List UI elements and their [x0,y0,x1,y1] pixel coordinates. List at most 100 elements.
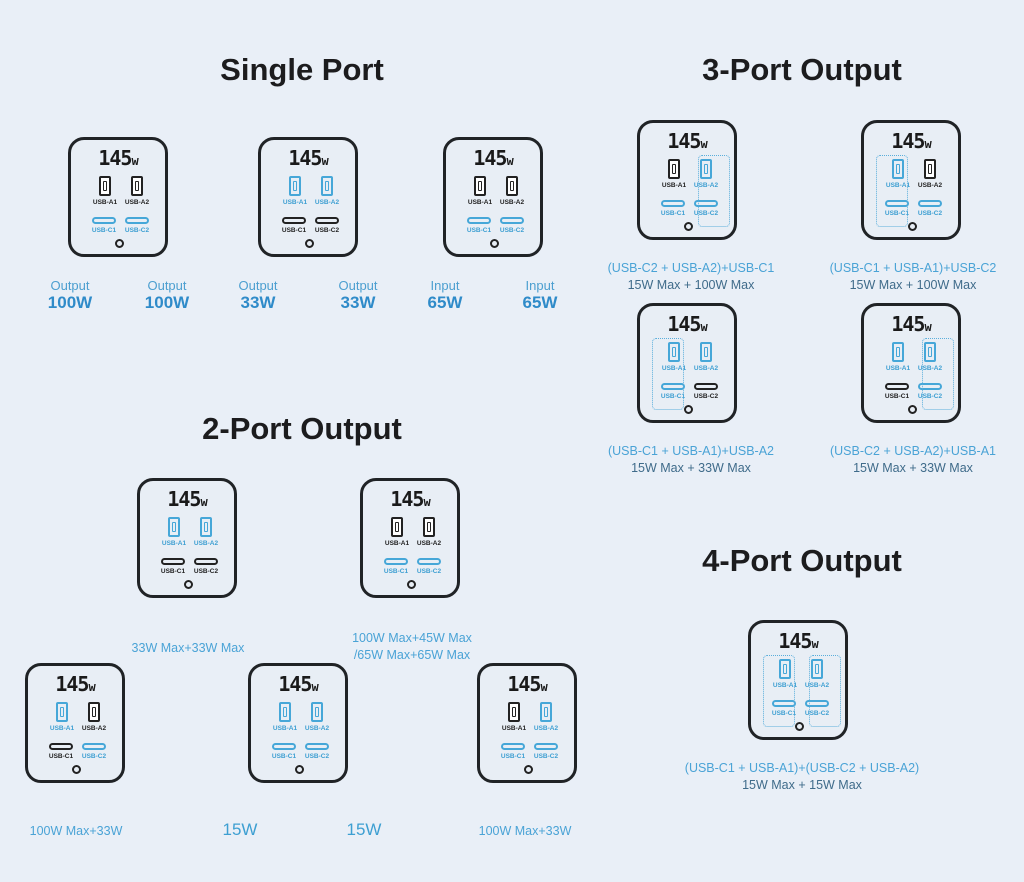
usb-c2-label: USB-C2 [314,227,340,234]
usb-c1-port-icon [772,700,796,707]
usb-c2-port-icon [918,200,942,207]
wattage-label: 145w [507,672,547,696]
port-group-highlight [922,338,954,410]
usb-a2-port-icon [131,176,143,196]
usb-a2-label: USB-A2 [917,182,943,189]
usb-a2-label: USB-A2 [193,540,219,547]
usb-a1-port-icon [779,659,791,679]
usb-c1-label: USB-C1 [660,393,686,400]
usb-a2-port-icon [811,659,823,679]
charger-diagram: 145w USB-A1 USB-A2 USB-C1 USB-C2 [861,120,961,240]
usb-c1-label: USB-C1 [160,568,186,575]
usb-c1-port-icon [661,383,685,390]
usb-c1-label: USB-C1 [271,753,297,760]
usb-c1-label: USB-C1 [884,393,910,400]
caption-2port-2: 100W Max+45W Max/65W Max+65W Max [352,631,472,662]
usb-c1-port-icon [384,558,408,565]
brand-logo-icon [490,239,499,248]
usb-a2-label: USB-A2 [693,182,719,189]
usb-c1-label: USB-C1 [466,227,492,234]
usb-c1-port-icon [885,383,909,390]
usb-a1-label: USB-A1 [885,182,911,189]
usb-c2-label: USB-C2 [693,393,719,400]
port-group-highlight [876,155,908,227]
section-title-2-port: 2-Port Output [202,411,402,446]
section-title-4-port: 4-Port Output [702,543,902,578]
usb-c1-port-icon [885,200,909,207]
usb-a1-label: USB-A1 [772,682,798,689]
usb-c1-label: USB-C1 [281,227,307,234]
wattage-label: 145w [98,146,138,170]
usb-a1-label: USB-A1 [384,540,410,547]
usb-a1-port-icon [391,517,403,537]
caption-2port-4-right: 15W [346,820,382,839]
usb-a2-port-icon [924,159,936,179]
usb-c2-port-icon [125,217,149,224]
usb-a2-port-icon [311,702,323,722]
charger-diagram: 145w USB-A1 USB-A2 USB-C1 USB-C2 [637,303,737,423]
brand-logo-icon [72,765,81,774]
charger-diagram: 145w USB-A1 USB-A2 USB-C1 USB-C2 [248,663,348,783]
usb-c2-label: USB-C2 [81,753,107,760]
usb-a2-label: USB-A2 [416,540,442,547]
brand-logo-icon [908,405,917,414]
section-title-3-port: 3-Port Output [702,52,902,87]
usb-a2-port-icon [321,176,333,196]
charger-diagram: 145w USB-A1 USB-A2 USB-C1 USB-C2 [637,120,737,240]
brand-logo-icon [115,239,124,248]
wattage-label: 145w [473,146,513,170]
usb-a1-label: USB-A1 [49,725,75,732]
usb-c2-port-icon [194,558,218,565]
wattage-label: 145w [55,672,95,696]
usb-a1-label: USB-A1 [92,199,118,206]
usb-a1-port-icon [474,176,486,196]
usb-c1-label: USB-C1 [660,210,686,217]
usb-c1-port-icon [49,743,73,750]
port-group-highlight [652,338,684,410]
wattage-label: 145w [891,312,931,336]
usb-a1-port-icon [892,342,904,362]
charger-diagram: 145w USB-A1 USB-A2 USB-C1 USB-C2 [861,303,961,423]
usb-c2-label: USB-C2 [533,753,559,760]
caption-2port-1: 33W Max+33W Max [131,641,245,655]
usb-c2-label: USB-C2 [917,393,943,400]
brand-logo-icon [295,765,304,774]
wattage-label: 145w [667,312,707,336]
usb-a1-port-icon [99,176,111,196]
usb-a2-label: USB-A2 [304,725,330,732]
usb-a2-label: USB-A2 [124,199,150,206]
usb-a1-port-icon [168,517,180,537]
usb-a2-port-icon [88,702,100,722]
usb-c1-port-icon [661,200,685,207]
brand-logo-icon [184,580,193,589]
usb-c1-port-icon [467,217,491,224]
usb-a1-label: USB-A1 [501,725,527,732]
caption-2port-4-left: 15W [222,820,258,839]
usb-c2-label: USB-C2 [304,753,330,760]
usb-a2-port-icon [700,342,712,362]
brand-logo-icon [305,239,314,248]
usb-c2-port-icon [315,217,339,224]
charger-diagram: 145w USB-A1 USB-A2 USB-C1 USB-C2 [25,663,125,783]
usb-a1-port-icon [668,159,680,179]
usb-c1-label: USB-C1 [771,710,797,717]
usb-a2-label: USB-A2 [499,199,525,206]
caption-2port-5: 100W Max+33W [478,824,572,838]
usb-c1-port-icon [272,743,296,750]
usb-a2-label: USB-A2 [804,682,830,689]
charger-diagram: 145w USB-A1 USB-A2 USB-C1 USB-C2 [258,137,358,257]
usb-a1-label: USB-A1 [272,725,298,732]
wattage-label: 145w [667,129,707,153]
usb-a2-port-icon [700,159,712,179]
usb-c1-port-icon [501,743,525,750]
usb-c2-label: USB-C2 [124,227,150,234]
usb-c2-port-icon [805,700,829,707]
usb-c2-port-icon [534,743,558,750]
usb-a1-label: USB-A1 [161,540,187,547]
charger-diagram: 145w USB-A1 USB-A2 USB-C1 USB-C2 [443,137,543,257]
usb-a2-label: USB-A2 [314,199,340,206]
